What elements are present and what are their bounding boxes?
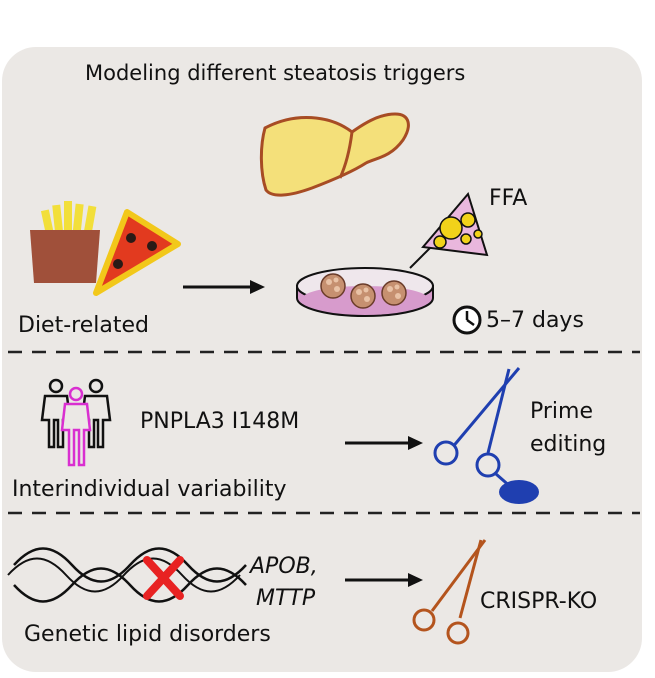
trigger-label-ffa: FFA [489, 186, 528, 211]
tool-label-crispr: CRISPR-KO [480, 589, 598, 614]
row-label-genetic: Genetic lipid disorders [24, 622, 271, 647]
people-group-icon [40, 378, 112, 467]
clock-icon [452, 305, 482, 335]
tool-label-prime-line1: Prime [530, 399, 594, 424]
arrow-icon [345, 573, 423, 587]
tool-label-prime-line2: editing [530, 432, 607, 457]
panel-background [2, 47, 642, 672]
variant-label: PNPLA3 I148M [140, 409, 300, 434]
pizza-slice-icon [93, 209, 181, 296]
arrow-icon [183, 280, 265, 294]
liver-icon [259, 112, 410, 197]
duration-label: 5–7 days [486, 308, 584, 333]
french-fries-icon [30, 201, 100, 283]
red-cross-icon [143, 556, 184, 600]
petri-dish-icon [296, 267, 434, 317]
scissors-icon [433, 367, 539, 504]
gene-label-apob: APOB, [250, 554, 318, 579]
arrow-icon [345, 436, 423, 450]
scissors-icon [412, 539, 487, 645]
diagram-title: Modeling different steatosis triggers [85, 61, 466, 85]
gene-label-mttp: MTTP [256, 586, 316, 611]
row-label-interindividual: Interindividual variability [12, 477, 287, 502]
row-label-diet: Diet-related [18, 313, 149, 338]
dna-helix-icon [7, 547, 247, 603]
pipette-icon [409, 191, 489, 269]
